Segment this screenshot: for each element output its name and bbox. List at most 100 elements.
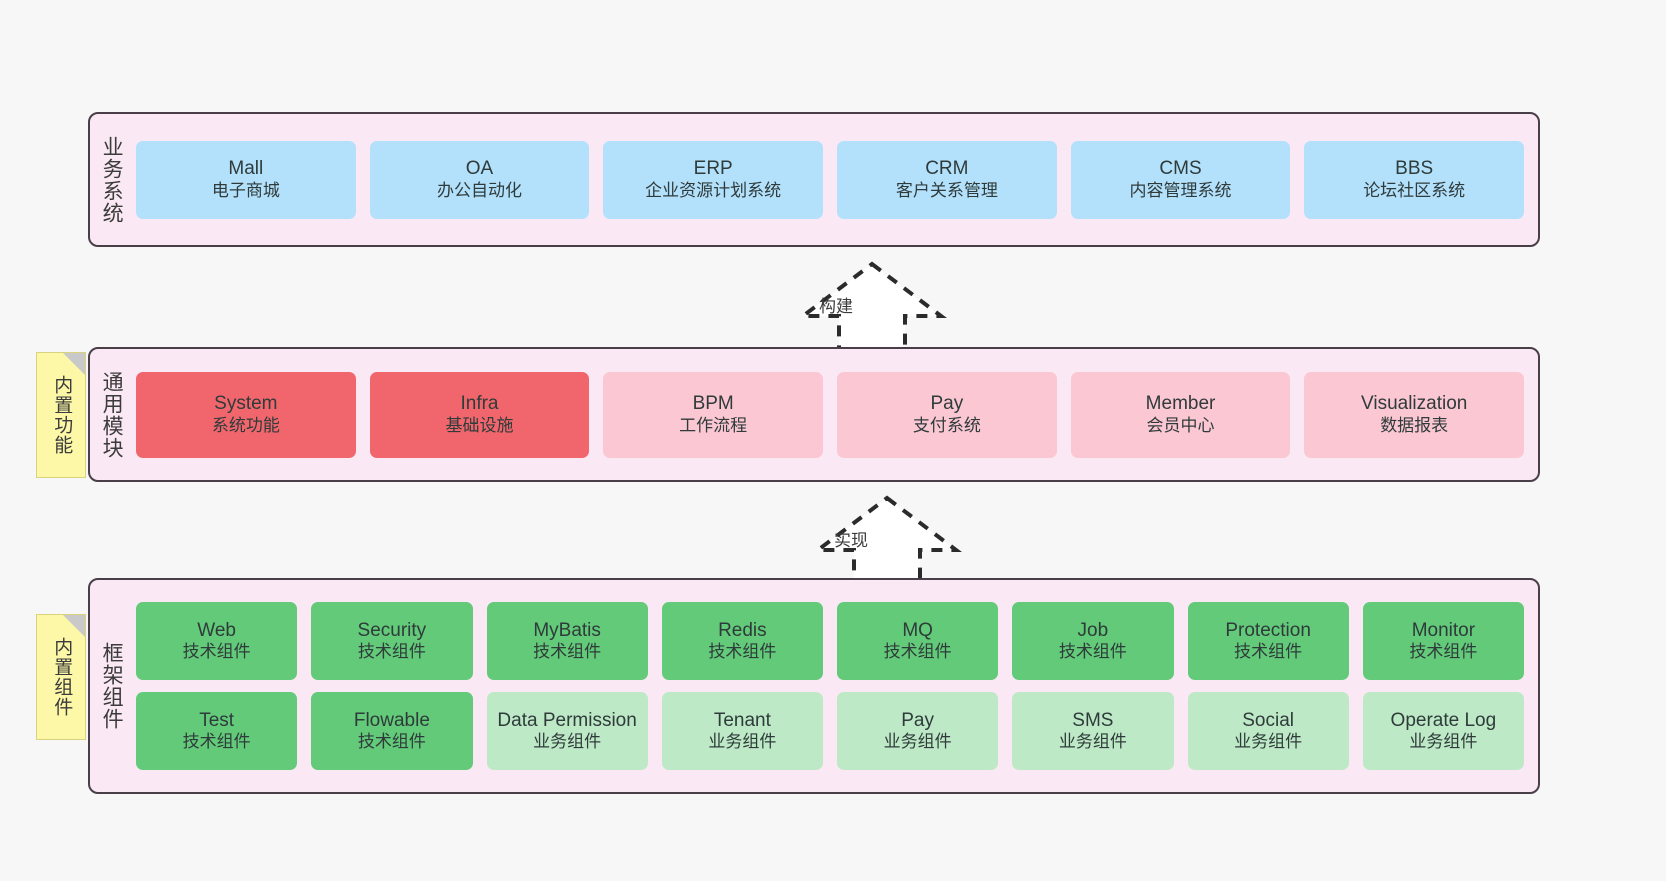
card-subtitle: 工作流程 (679, 415, 748, 435)
card-social[interactable]: Social 业务组件 (1187, 692, 1349, 770)
card-title: Mall (228, 158, 264, 180)
card-subtitle: 业务组件 (708, 732, 777, 752)
card-title: BBS (1395, 158, 1434, 180)
card-data-permission[interactable]: Data Permission 业务组件 (486, 692, 648, 770)
card-job[interactable]: Job 技术组件 (1012, 602, 1174, 680)
card-title: Data Permission (497, 709, 637, 731)
note-label: 内置功能 (51, 375, 73, 455)
card-title: Monitor (1411, 619, 1476, 641)
card-cms[interactable]: CMS 内容管理系统 (1070, 140, 1291, 219)
card-title: Test (199, 709, 235, 731)
card-subtitle: 系统功能 (211, 415, 280, 435)
card-title: MyBatis (533, 619, 601, 641)
card-mq[interactable]: MQ 技术组件 (837, 602, 999, 680)
card-mall[interactable]: Mall 电子商城 (136, 140, 356, 219)
arrow-implement (805, 492, 965, 590)
card-bpm[interactable]: BPM 工作流程 (603, 371, 824, 458)
card-subtitle: 办公自动化 (437, 180, 522, 200)
card-title: Visualization (1361, 393, 1468, 415)
card-title: ERP (693, 158, 733, 180)
card-title: Flowable (353, 709, 430, 731)
card-subtitle: 技术组件 (1058, 642, 1127, 662)
card-subtitle: 技术组件 (533, 642, 602, 662)
card-title: OA (465, 158, 494, 180)
card-title: Job (1077, 619, 1109, 641)
card-subtitle: 内容管理系统 (1129, 180, 1232, 200)
card-subtitle: 企业资源计划系统 (645, 180, 782, 200)
arrow-build-icon (797, 261, 947, 354)
layer-body-common-modules: System 系统功能 Infra 基础设施 BPM 工作流程 Pay 支付系统… (132, 349, 1538, 480)
card-tenant[interactable]: Tenant 业务组件 (661, 692, 823, 770)
card-subtitle: 论坛社区系统 (1363, 180, 1466, 200)
framework-row-business: Test 技术组件 Flowable 技术组件 Data Permission … (136, 692, 1524, 770)
card-operate-log[interactable]: Operate Log 业务组件 (1362, 692, 1524, 770)
card-flowable[interactable]: Flowable 技术组件 (311, 692, 473, 770)
card-infra[interactable]: Infra 基础设施 (369, 371, 590, 458)
card-erp[interactable]: ERP 企业资源计划系统 (603, 140, 824, 219)
card-title: Operate Log (1390, 709, 1497, 731)
card-mybatis[interactable]: MyBatis 技术组件 (486, 602, 648, 680)
note-builtin-component: 内置组件 (36, 614, 86, 740)
card-crm[interactable]: CRM 客户关系管理 (837, 140, 1057, 219)
card-pay-module[interactable]: Pay 支付系统 (837, 371, 1057, 458)
card-pay-component[interactable]: Pay 业务组件 (837, 692, 999, 770)
card-subtitle: 技术组件 (182, 732, 251, 752)
card-protection[interactable]: Protection 技术组件 (1187, 602, 1349, 680)
card-oa[interactable]: OA 办公自动化 (369, 140, 590, 219)
card-title: Protection (1225, 619, 1311, 641)
layer-common-modules: 通用模块 System 系统功能 Infra 基础设施 BPM 工作流程 Pay… (88, 347, 1540, 482)
card-title: Security (357, 619, 427, 641)
card-title: Member (1145, 393, 1216, 415)
card-test[interactable]: Test 技术组件 (136, 692, 298, 770)
card-title: Redis (718, 619, 767, 641)
card-subtitle: 业务组件 (883, 732, 952, 752)
card-member[interactable]: Member 会员中心 (1070, 371, 1291, 458)
card-title: Tenant (713, 709, 771, 731)
card-title: Infra (460, 393, 499, 415)
card-title: Web (197, 619, 236, 641)
card-title: System (214, 393, 278, 415)
arrow-implement-label: 实现 (834, 531, 868, 550)
layer-business-systems: 业务系统 Mall 电子商城 OA 办公自动化 ERP 企业资源计划系统 CRM… (88, 112, 1540, 247)
card-system[interactable]: System 系统功能 (136, 371, 356, 458)
card-subtitle: 电子商城 (211, 180, 280, 200)
arrow-implement-icon (812, 495, 962, 588)
card-title: Pay (901, 709, 934, 731)
card-redis[interactable]: Redis 技术组件 (661, 602, 823, 680)
card-subtitle: 技术组件 (357, 642, 426, 662)
layer-label-framework-components: 框架组件 (100, 642, 124, 730)
card-title: SMS (1072, 709, 1114, 731)
card-bbs[interactable]: BBS 论坛社区系统 (1304, 140, 1525, 219)
card-monitor[interactable]: Monitor 技术组件 (1362, 602, 1524, 680)
card-subtitle: 基础设施 (445, 415, 514, 435)
note-builtin-function: 内置功能 (36, 352, 86, 478)
card-title: CRM (925, 158, 969, 180)
layer-body-framework-components: Web 技术组件 Security 技术组件 MyBatis 技术组件 Redi… (132, 580, 1538, 792)
card-subtitle: 技术组件 (1409, 642, 1478, 662)
card-subtitle: 技术组件 (1234, 642, 1303, 662)
card-visualization[interactable]: Visualization 数据报表 (1304, 371, 1525, 458)
card-subtitle: 客户关系管理 (895, 180, 998, 200)
layer-body-business-systems: Mall 电子商城 OA 办公自动化 ERP 企业资源计划系统 CRM 客户关系… (132, 114, 1538, 245)
card-subtitle: 业务组件 (1058, 732, 1127, 752)
card-title: BPM (692, 393, 734, 415)
layer-label-common-modules: 通用模块 (100, 370, 124, 459)
card-sms[interactable]: SMS 业务组件 (1012, 692, 1174, 770)
card-subtitle: 技术组件 (708, 642, 777, 662)
card-subtitle: 业务组件 (1409, 732, 1478, 752)
framework-row-technical: Web 技术组件 Security 技术组件 MyBatis 技术组件 Redi… (136, 602, 1524, 680)
card-title: CMS (1159, 158, 1202, 180)
note-label: 内置组件 (51, 637, 73, 717)
card-subtitle: 数据报表 (1380, 415, 1449, 435)
card-title: Pay (930, 393, 964, 415)
card-web[interactable]: Web 技术组件 (136, 602, 298, 680)
card-subtitle: 业务组件 (533, 732, 602, 752)
card-security[interactable]: Security 技术组件 (311, 602, 473, 680)
card-subtitle: 业务组件 (1234, 732, 1303, 752)
arrow-build (790, 258, 950, 356)
card-subtitle: 技术组件 (357, 732, 426, 752)
arrow-build-label: 构建 (819, 297, 853, 316)
layer-label-business-systems: 业务系统 (100, 135, 124, 224)
card-subtitle: 技术组件 (883, 642, 952, 662)
